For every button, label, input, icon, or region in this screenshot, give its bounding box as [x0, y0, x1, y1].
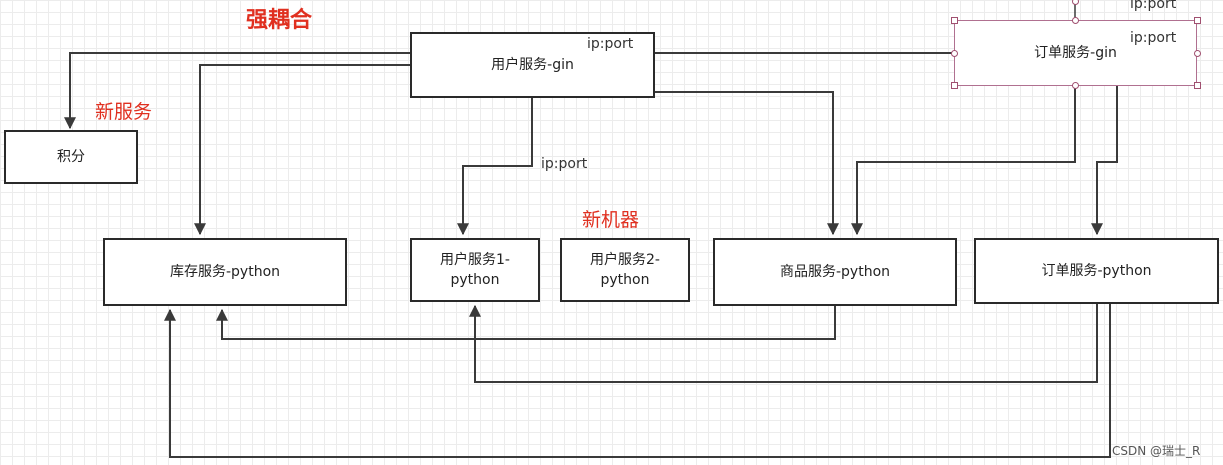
user-service-2-box[interactable]: 用户服务2- python: [560, 238, 690, 302]
inventory-service-box[interactable]: 库存服务-python: [103, 238, 347, 306]
new-machine-annotation: 新机器: [582, 209, 640, 231]
resize-handle-tr[interactable]: [1194, 17, 1201, 24]
connection-point-right[interactable]: [1194, 50, 1201, 57]
resize-handle-br[interactable]: [1194, 82, 1201, 89]
rotate-handle[interactable]: [1072, 0, 1079, 5]
user-service-gin-label: 用户服务-gin: [491, 57, 574, 73]
user-gin-to-user1-port-label: ip:port: [541, 156, 588, 172]
edge-usergin-to-user1: [457, 98, 533, 236]
edge-ordergin-to-orderpy: [1091, 86, 1118, 236]
strong-coupling-annotation: 强耦合: [246, 8, 313, 33]
connection-point-top[interactable]: [1072, 17, 1079, 24]
edge-usergin-to-goods: [655, 91, 839, 236]
user-gin-port-label: ip:port: [587, 36, 634, 52]
order-service-gin-label: 订单服务-gin: [1034, 45, 1117, 61]
order-service-gin-box[interactable]: 订单服务-gin: [954, 20, 1197, 86]
goods-service-box[interactable]: 商品服务-python: [713, 238, 957, 306]
inventory-service-label: 库存服务-python: [169, 264, 281, 280]
new-service-annotation: 新服务: [95, 101, 153, 123]
user-service-1-box[interactable]: 用户服务1- python: [410, 238, 540, 302]
edge-orderpy-to-inventory: [164, 303, 1111, 458]
goods-service-label: 商品服务-python: [779, 264, 891, 280]
user-service-1-label: 用户服务1- python: [440, 252, 510, 288]
resize-handle-bl[interactable]: [951, 82, 958, 89]
csdn-watermark: CSDN @瑞士_R: [1112, 444, 1201, 458]
connection-point-left[interactable]: [951, 50, 958, 57]
order-gin-port-label: ip:port: [1130, 30, 1177, 46]
user-service-2-label: 用户服务2- python: [590, 252, 660, 288]
points-service-box[interactable]: 积分: [4, 130, 138, 184]
edge-goods-to-inventory: [216, 305, 836, 340]
order-service-python-box[interactable]: 订单服务-python: [974, 238, 1219, 304]
order-top-port-label: ip:port: [1130, 0, 1177, 12]
points-service-label: 积分: [57, 149, 85, 165]
edge-order-to-points: [64, 52, 953, 130]
edge-ordergin-to-goods: [851, 86, 1076, 236]
edge-orderpy-to-user1: [469, 303, 1098, 383]
connection-point-bottom[interactable]: [1072, 82, 1079, 89]
edge-usergin-to-inventory: [194, 64, 412, 236]
user-service-gin-box[interactable]: 用户服务-gin: [410, 32, 655, 98]
order-service-python-label: 订单服务-python: [1041, 263, 1152, 279]
resize-handle-tl[interactable]: [951, 17, 958, 24]
